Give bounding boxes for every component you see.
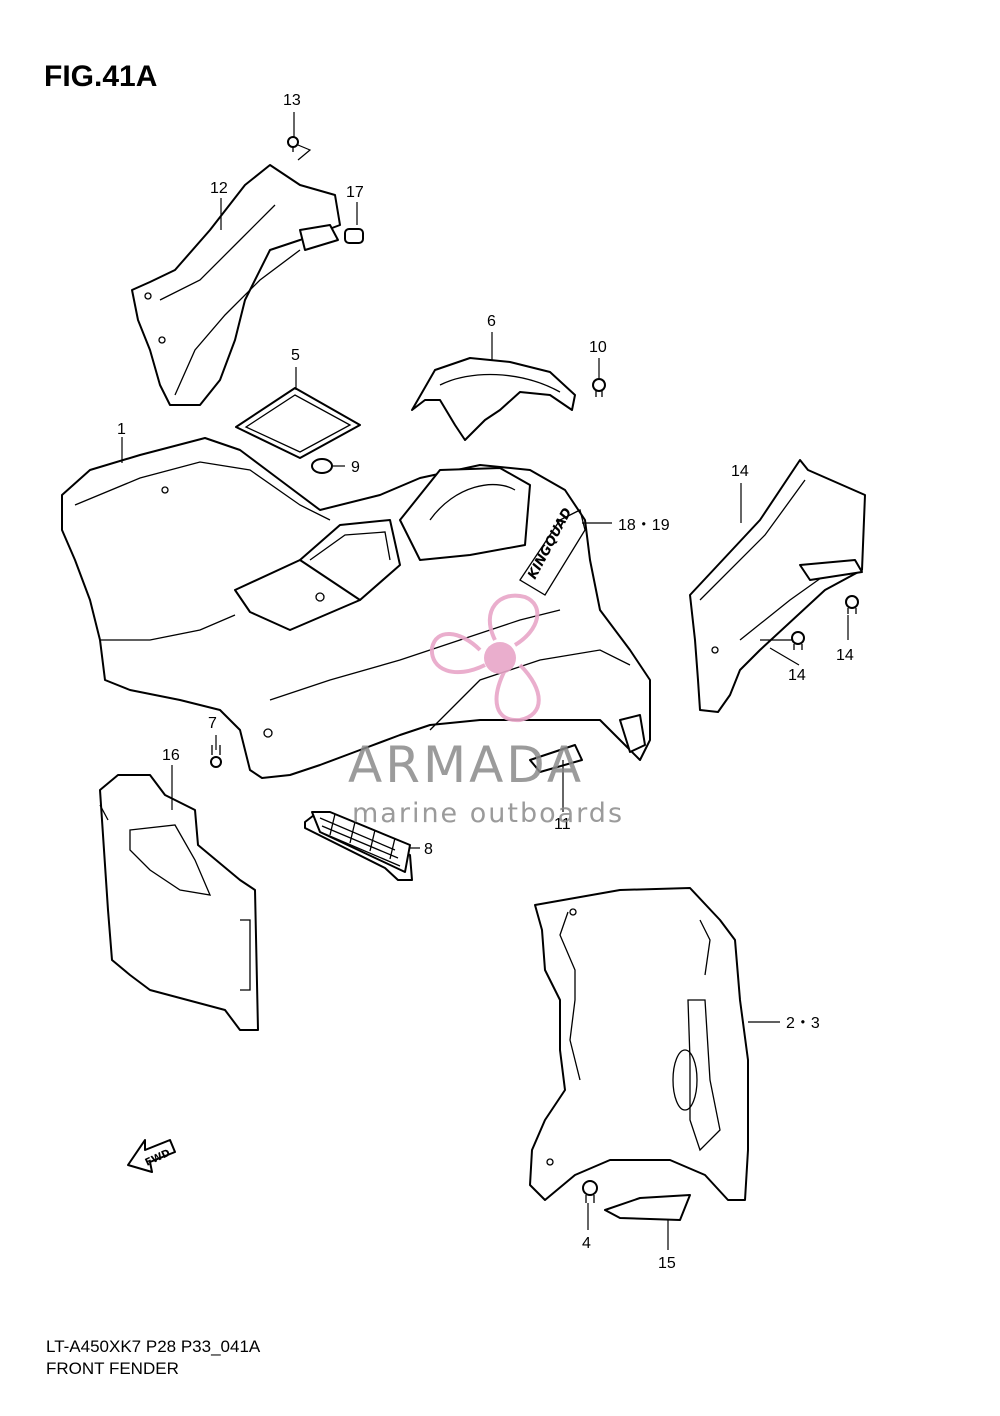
callout-6: 6 — [487, 313, 496, 330]
callout-16: 16 — [162, 747, 180, 764]
part-5-lid — [235, 387, 361, 459]
callout-8: 9 — [351, 459, 360, 476]
callout-9: 8 — [424, 841, 433, 858]
part-9-grille — [304, 811, 413, 881]
callout-11: 11 — [554, 816, 571, 833]
part-8-cushion — [311, 458, 333, 474]
callout-17: 17 — [346, 184, 364, 201]
watermark-brand: ARMADA — [348, 736, 584, 794]
callout-1: 1 — [117, 421, 126, 438]
callout-4: 4 — [582, 1235, 591, 1252]
part-1-front-fender — [61, 437, 651, 779]
part-6-center-cover — [411, 357, 576, 441]
callout-2-3: 2・3 — [786, 1015, 820, 1032]
part-16-panel — [99, 774, 259, 1031]
callout-18-19: 18・19 — [618, 517, 670, 534]
callout-14-right-a: 14 — [836, 647, 854, 664]
part-14-screw-right-a — [845, 595, 859, 614]
figure-title: FIG.41A — [44, 60, 158, 93]
part-14-screw-right-b — [791, 631, 805, 650]
callout-labels: 13 12 17 5 6 10 9 1 18・19 14 14 14 7 16 … — [117, 92, 854, 1272]
callout-5: 5 — [291, 347, 300, 364]
callout-15: 15 — [658, 1255, 676, 1272]
part-17-grommet — [344, 228, 364, 244]
callout-13: 14 — [731, 463, 749, 480]
part-7-screw — [210, 745, 222, 768]
leader-lines — [121, 112, 849, 1250]
callout-14-top: 13 — [283, 92, 301, 109]
callout-7: 7 — [208, 715, 217, 732]
part-11-strip — [529, 744, 583, 773]
part-12-left-side-cover — [131, 164, 341, 406]
part-15-seal — [604, 1194, 691, 1221]
model-code: LT-A450XK7 P28 P33_041A — [46, 1337, 261, 1356]
callout-12: 12 — [210, 180, 228, 197]
callout-14-right-b: 14 — [788, 667, 806, 684]
part-14-screw-top — [287, 136, 299, 152]
watermark: ARMADA marine outboards — [348, 593, 624, 829]
part-10-screw — [592, 378, 606, 397]
fwd-arrow-icon: FWD — [127, 1139, 176, 1173]
watermark-propeller-icon — [429, 593, 541, 723]
figure-name: FRONT FENDER — [46, 1359, 179, 1378]
part-2-3-inner-fender — [529, 887, 749, 1201]
part-13-right-side-cover — [689, 459, 866, 713]
watermark-tagline: marine outboards — [352, 798, 624, 829]
part-4-screw — [582, 1180, 598, 1203]
callout-10: 10 — [589, 339, 607, 356]
